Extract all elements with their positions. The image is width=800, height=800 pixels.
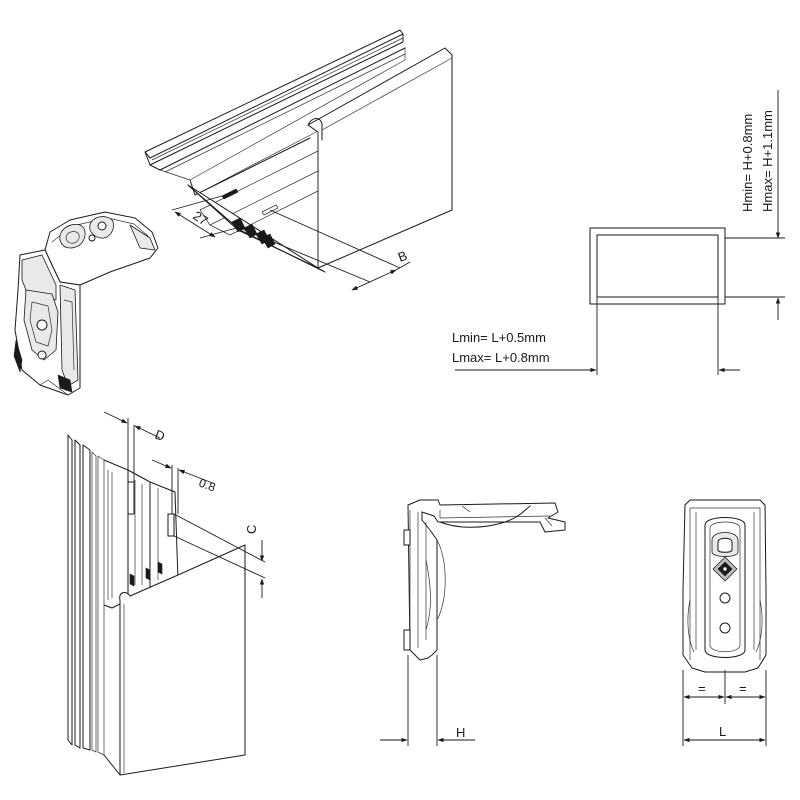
dim-08-label: 0.8 <box>197 476 218 495</box>
dim-c-label: C <box>244 525 259 534</box>
profile-rail-perspective <box>144 29 453 291</box>
cutout-outer-rect <box>589 227 726 305</box>
bracket-clip-3d <box>13 211 159 396</box>
cutout-tolerance-view <box>455 90 785 375</box>
dim-h-label: H <box>456 725 465 740</box>
vertical-profile-view <box>67 411 266 776</box>
slot-d <box>127 481 135 515</box>
hmin-formula: Hmin= H+0.8mm <box>740 114 755 212</box>
lmax-formula: Lmax= L+0.8mm <box>452 350 550 365</box>
lmin-formula: Lmin= L+0.5mm <box>452 330 546 345</box>
dim-eq-left-label: = <box>698 681 706 696</box>
hmax-formula: Hmax= H+1.1mm <box>760 110 775 212</box>
slot-c <box>167 513 175 537</box>
dim-eq-right-label: = <box>739 681 747 696</box>
dim-l-label: L <box>719 724 726 739</box>
bracket-side-view <box>380 499 566 746</box>
dim-b-label: B <box>396 248 409 265</box>
bracket-front-view <box>682 499 767 746</box>
dim-27-label: 27 <box>190 208 210 228</box>
cutout-inner-rect <box>596 234 719 298</box>
dim-d-label: D <box>153 427 167 444</box>
